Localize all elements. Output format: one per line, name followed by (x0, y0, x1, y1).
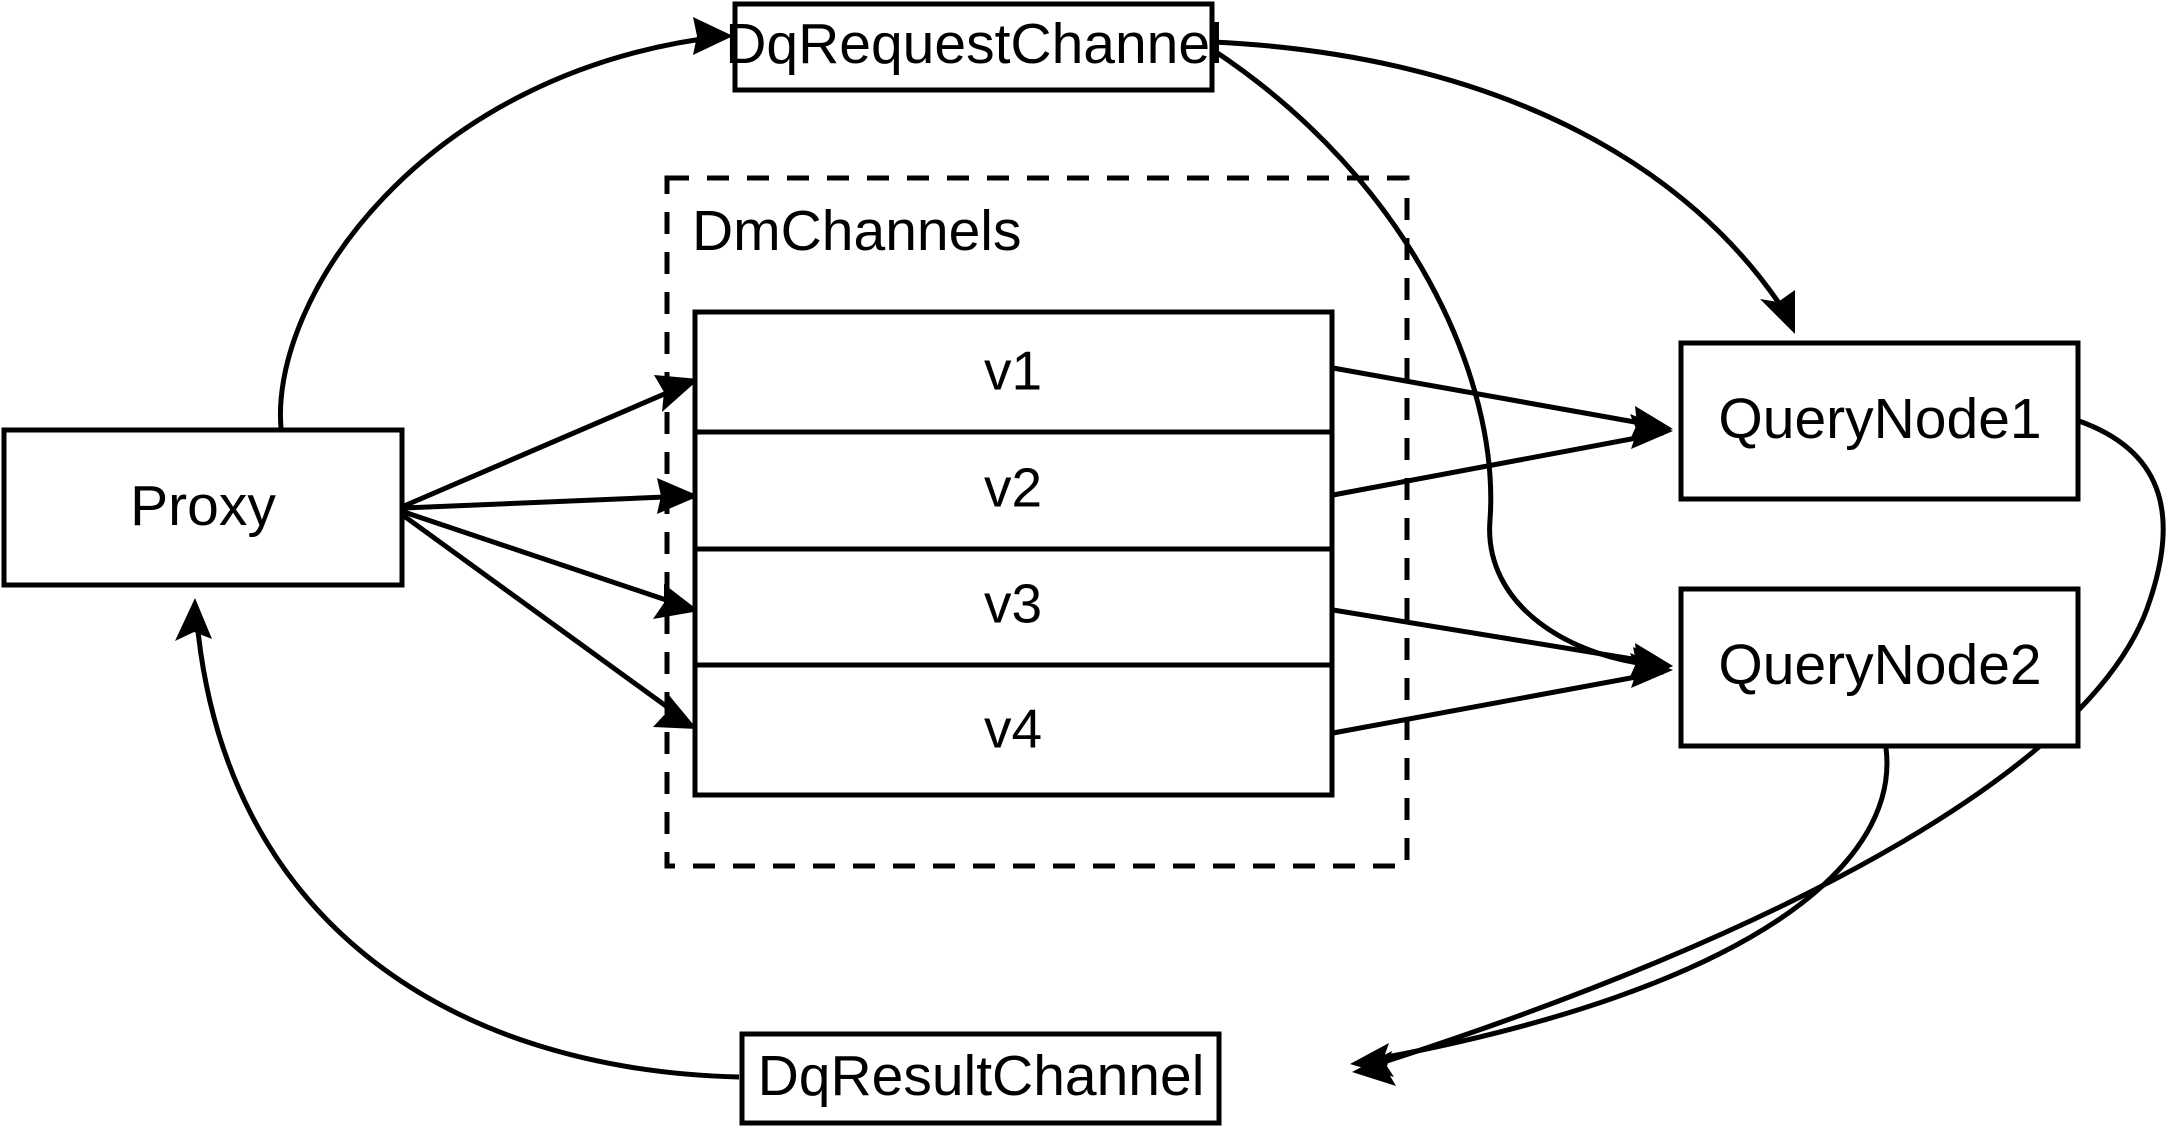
edge-proxy-to-v3 (403, 509, 699, 619)
edge-v2-to-querynode1 (1332, 414, 1673, 498)
node-box-proxy[interactable] (1, 427, 405, 588)
node-box-dqresultchannel[interactable] (739, 1031, 1222, 1126)
group-label-dmchannels: DmChannels (692, 199, 1021, 263)
edge-querynode1-to-dqresultchannel (1352, 418, 2166, 1086)
dmchannels-stack (692, 309, 1335, 798)
node-label-dqrequestchannel: DqRequestChannel (725, 12, 1223, 76)
node-label-dqresultchannel: DqResultChannel (758, 1044, 1205, 1108)
node-box-querynode2[interactable] (1678, 586, 2081, 749)
node-box-dqrequestchannel[interactable] (732, 1, 1215, 93)
edge-querynode2-to-dqresultchannel (1350, 747, 1890, 1077)
node-label-proxy: Proxy (130, 474, 276, 538)
channel-label-v1: v1 (984, 340, 1042, 402)
channel-label-v2: v2 (984, 457, 1042, 519)
dmchannels-group-box (664, 175, 1410, 869)
edge-proxy-to-v2 (403, 478, 699, 514)
channel-label-v3: v3 (984, 573, 1042, 635)
edge-proxy-to-v4 (402, 513, 697, 729)
node-label-querynode1: QueryNode1 (1718, 387, 2041, 451)
node-label-querynode2: QueryNode2 (1718, 633, 2041, 697)
edge-v4-to-querynode2 (1332, 653, 1673, 736)
dmchannels-stack-box (692, 309, 1335, 798)
channel-label-v4: v4 (984, 698, 1042, 760)
node-box-querynode1[interactable] (1678, 340, 2081, 502)
edge-dqrequestchannel-to-querynode1 (1212, 39, 1795, 334)
edge-v3-to-querynode2 (1332, 607, 1673, 679)
edge-dqresultchannel-to-proxy (175, 598, 740, 1080)
edge-proxy-to-v1 (403, 375, 699, 509)
edge-proxy-to-dqrequestchannel (277, 17, 733, 429)
edge-v1-to-querynode1 (1332, 365, 1673, 442)
